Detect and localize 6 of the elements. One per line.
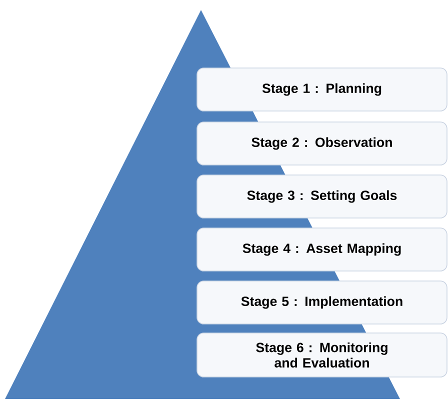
stage-box: Stage 1 : Planning (196, 68, 448, 112)
stage-box: Stage 4 : Asset Mapping (196, 228, 448, 272)
stage-box: Stage 6 : Monitoring and Evaluation (196, 332, 448, 378)
stage-box: Stage 5 : Implementation (196, 280, 448, 324)
stage-box: Stage 2 : Observation (196, 122, 448, 166)
stage-box: Stage 3 : Setting Goals (196, 174, 448, 218)
